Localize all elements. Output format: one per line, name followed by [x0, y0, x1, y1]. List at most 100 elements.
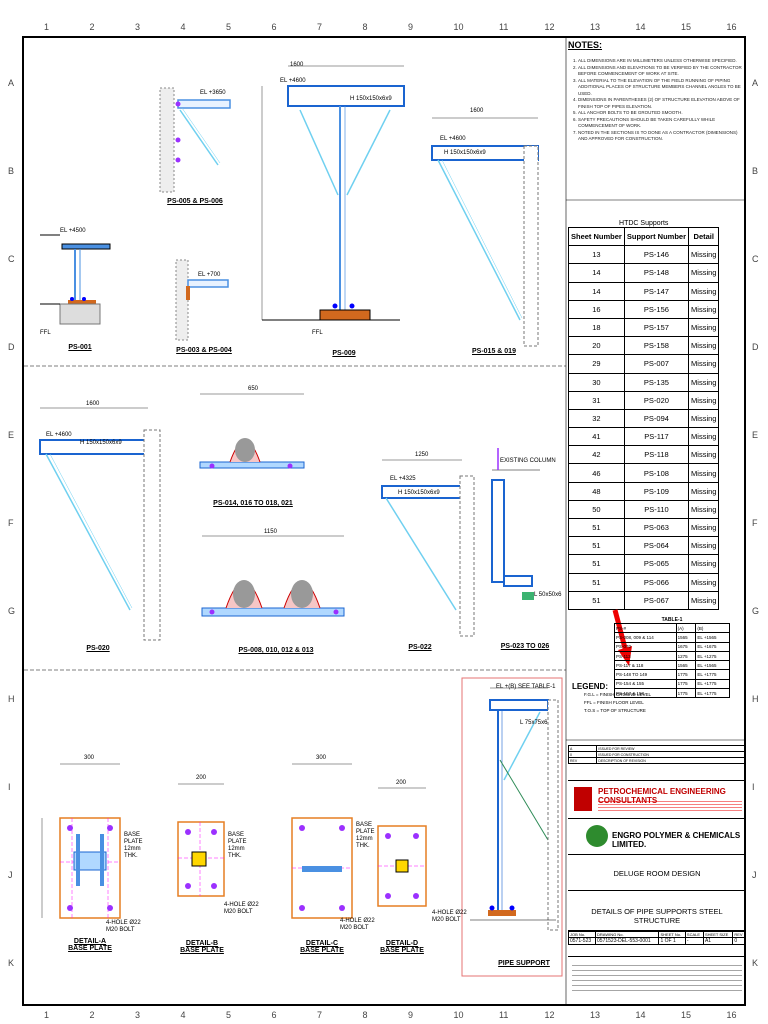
grid-number: 14: [635, 22, 646, 32]
table-cell: Missing: [688, 336, 720, 356]
grid-letter: G: [8, 606, 16, 616]
table-cell: PS-108: [623, 463, 690, 483]
title-block-value: 0571523-DEL-553-0001: [595, 937, 660, 945]
table-cell: 14: [568, 281, 625, 301]
grid-letter: I: [8, 782, 11, 792]
table-cell: 16: [568, 299, 625, 319]
table-cell: Missing: [688, 390, 720, 410]
table-cell: 1775: [675, 678, 697, 690]
table-cell: 1775: [675, 669, 697, 680]
label-detail-d: DETAIL-D BASE PLATE: [380, 940, 424, 954]
el-annotation: EL +4500: [60, 228, 86, 234]
ffl-label: FFL: [312, 330, 323, 336]
htdc-header: Sheet Number: [568, 226, 625, 247]
consultant-logo-icon: [574, 787, 592, 811]
label-detail-b: DETAIL-B BASE PLATE: [180, 940, 224, 954]
note-item: ALL DIMENSIONS AND ELEVATIONS TO BE VERI…: [578, 65, 746, 78]
table-cell: Missing: [688, 408, 720, 429]
beam-label: H 150x150x6x9: [444, 150, 486, 156]
grid-number: 8: [362, 22, 368, 32]
title-block-value: 0571-523: [567, 937, 597, 945]
title-block: DETAILS OF PIPE SUPPORTS STEEL STRUCTURE: [568, 890, 746, 930]
grid-letter: C: [8, 254, 15, 264]
dim-label: 1150: [264, 529, 277, 535]
table-cell: EL +1275: [695, 650, 730, 662]
grid-number: 4: [180, 22, 186, 32]
table-cell: PS-109: [623, 481, 690, 501]
title-block-value: A1: [702, 937, 734, 945]
dim-label: 1600: [86, 401, 100, 407]
el-annotation: EL +4600: [440, 136, 466, 142]
grid-number: 6: [271, 22, 277, 32]
grid-number: 3: [135, 22, 141, 32]
dim-label: 1250: [415, 452, 429, 458]
table-cell: Missing: [688, 481, 720, 501]
grid-number: 13: [590, 1010, 601, 1020]
table-cell: Missing: [688, 517, 720, 538]
grid-letter: D: [8, 342, 15, 352]
grid-letter: F: [752, 518, 758, 528]
el-annotation: EL +4600: [46, 432, 72, 438]
grid-number: 11: [499, 22, 509, 32]
consultant-block: PETROCHEMICAL ENGINEERING CONSULTANTS: [568, 780, 746, 818]
grid-letter: J: [752, 870, 757, 880]
dim-label: 1600: [470, 108, 484, 114]
table-cell: PS-066: [623, 572, 690, 592]
hole-label: 4-HOLE Ø22 M20 BOLT: [340, 918, 375, 931]
base-plate-label: BASE PLATE 12mm THK.: [228, 832, 247, 859]
table-cell: 14: [568, 263, 625, 283]
grid-letter: A: [8, 78, 15, 88]
table-cell: PS-118: [623, 445, 690, 465]
consultant-address: [598, 799, 742, 811]
grid-number: 8: [362, 1010, 368, 1020]
legend-item: F.G.L = FINISH GROUND LEVEL: [584, 692, 651, 697]
table-cell: PS-156: [623, 299, 690, 319]
grid-letter: A: [752, 78, 759, 88]
note-item: ALL MATERIAL TO THE ELEVATION OF THE FIE…: [578, 78, 746, 98]
table-cell: Missing: [688, 281, 720, 301]
grid-letter: B: [752, 166, 759, 176]
label-ps020: PS-020: [86, 645, 110, 652]
table-cell: EL +1565: [695, 632, 730, 643]
grid-letter: I: [752, 782, 755, 792]
grid-letter: H: [8, 694, 15, 704]
label-ps009: PS-009: [332, 350, 356, 357]
angle-label: L 50x50x6: [534, 592, 562, 598]
grid-number: 9: [408, 22, 414, 32]
grid-letter: C: [752, 254, 759, 264]
grid-letter: D: [752, 342, 759, 352]
table-cell: EL +1775: [695, 669, 730, 680]
table-cell: PS-064: [623, 536, 690, 556]
grid-number: 9: [408, 1010, 414, 1020]
angle-label: L 75x75x6: [520, 720, 548, 726]
table-cell: 30: [568, 372, 625, 392]
grid-letter: H: [752, 694, 759, 704]
title-block-value: 0: [732, 937, 746, 945]
grid-number: 1: [44, 1010, 50, 1020]
beam-label: H 150x150x6x9: [80, 440, 122, 446]
grid-number: 7: [317, 22, 323, 32]
table-cell: 50: [568, 499, 625, 520]
grid-letter: E: [8, 430, 15, 440]
notes-list: ALL DIMENSIONS ARE IN MILLIMETERS UNLESS…: [568, 58, 746, 143]
grid-number: 2: [89, 1010, 95, 1020]
grid-letter: K: [8, 958, 15, 968]
table-1-header: PS-#: [614, 622, 677, 634]
dim-label: 300: [84, 755, 95, 761]
drawing-title: DETAILS OF PIPE SUPPORTS STEEL STRUCTURE: [591, 907, 723, 925]
dim-label: 1600: [290, 62, 304, 68]
label-pipe-support: PIPE SUPPORT: [498, 960, 550, 967]
label-ps014: PS-014, 016 TO 018, 021: [213, 500, 293, 507]
